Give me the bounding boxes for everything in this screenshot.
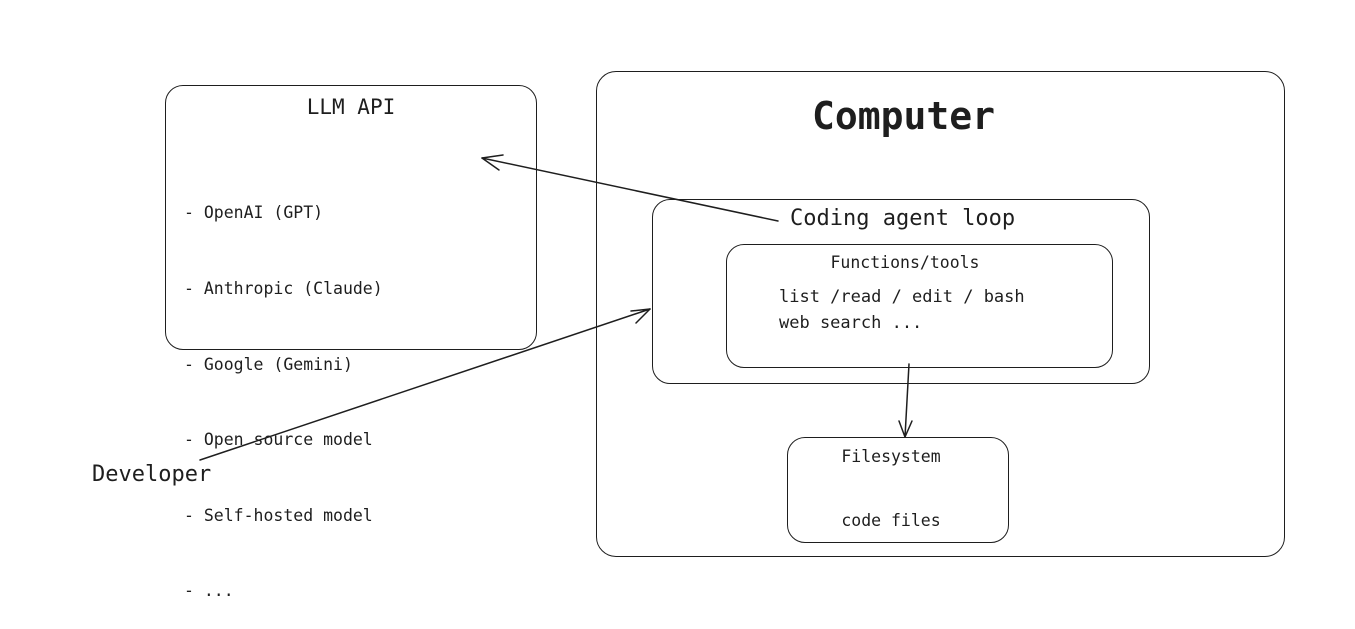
loop-to-llm-arrowhead [481,154,504,171]
llm-provider-item: - OpenAI (GPT) [184,203,324,223]
coding-agent-loop-title: Coding agent loop [790,206,1016,231]
arrows-layer [199,154,913,461]
developer-to-loop-arrowhead [630,308,651,324]
loop-to-llm-arrow [481,157,779,222]
llm-provider-item: - Google (Gemini) [184,354,353,374]
filesystem-title: Filesystem [841,447,941,466]
tools-list-line: web search ... [779,313,923,333]
functions-tools-box [726,244,1113,368]
llm-provider-item: - Open source model [184,430,373,450]
computer-box [596,71,1285,557]
llm-provider-list: - OpenAI (GPT) - Anthropic (Claude) - Go… [184,150,383,629]
computer-title: Computer [811,94,996,138]
tools-to-filesystem-arrowhead [898,420,913,438]
coding-agent-loop-box [652,199,1150,384]
developer-to-loop-arrow [199,308,651,461]
tools-list-line: list /read / edit / bash [779,287,1025,307]
filesystem-content: code files [841,511,941,530]
llm-api-title: LLM API [306,95,396,119]
llm-provider-item: - ... [184,581,234,601]
tools-to-filesystem-arrow [904,363,910,438]
filesystem-box [787,437,1009,543]
functions-tools-title: Functions/tools [830,253,980,272]
llm-provider-item: - Anthropic (Claude) [184,279,383,299]
llm-provider-item: - Self-hosted model [184,505,373,525]
developer-label: Developer [92,462,212,487]
llm-api-box [165,85,537,350]
